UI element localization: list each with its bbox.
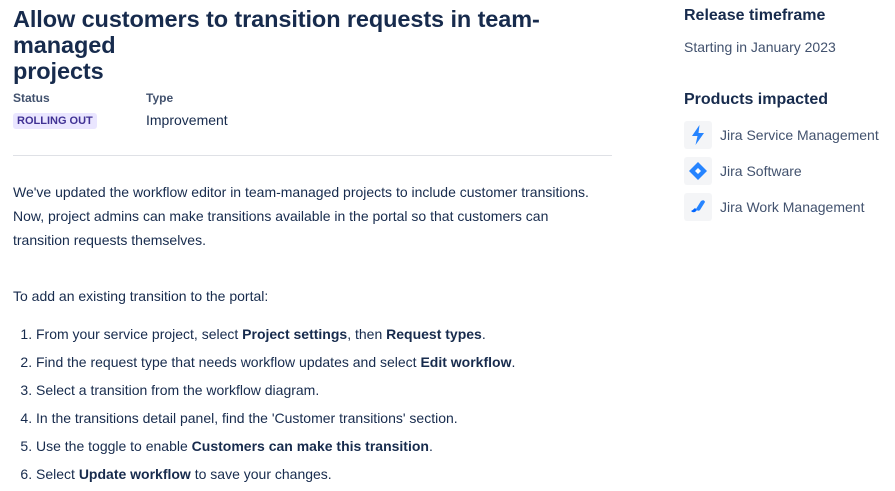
steps-list: From your service project, select Projec… [13,320,636,488]
product-name: Jira Service Management [720,127,879,143]
step-emphasis: Request types [386,326,482,342]
product-name: Jira Work Management [720,199,865,215]
step-item: Select a transition from the workflow di… [36,376,636,404]
step-text: Select [36,466,79,482]
description: We've updated the workflow editor in tea… [13,180,623,252]
step-item: In the transitions detail panel, find th… [36,404,636,432]
step-text: Select a transition from the workflow di… [36,382,320,398]
step-text: to save your changes. [190,466,332,482]
step-emphasis: Customers can make this transition [191,438,429,454]
step-text: Find the request type that needs workflo… [36,354,421,370]
step-item: Select Update workflow to save your chan… [36,460,636,488]
step-text: From your service project, select [36,326,243,342]
product-name: Jira Software [720,163,802,179]
step-text: In the transitions detail panel, find th… [36,410,458,426]
page-title: Allow customers to transition requests i… [13,6,613,84]
step-item: Use the toggle to enable Customers can m… [36,432,636,460]
status-label: Status [13,91,50,105]
main-content: Allow customers to transition requests i… [13,0,613,84]
description-line: We've updated the workflow editor in tea… [13,184,589,200]
step-text: . [511,354,516,370]
product-jira-service-management[interactable]: Jira Service Management [684,121,879,149]
type-value: Improvement [146,112,228,128]
step-emphasis: Edit workflow [420,354,512,370]
status-section: Status ROLLING OUT [13,91,97,129]
step-item: Find the request type that needs workflo… [36,348,636,376]
steps-intro: To add an existing transition to the por… [13,288,269,304]
product-jira-work-management[interactable]: Jira Work Management [684,193,864,221]
product-jira-software[interactable]: Jira Software [684,157,802,185]
type-label: Type [146,91,174,105]
step-emphasis: Update workflow [78,466,191,482]
step-text: Use the toggle to enable [36,438,192,454]
release-timeframe-value: Starting in January 2023 [684,39,836,55]
page-title-line2: projects [13,58,104,84]
step-text: , then [347,326,387,342]
release-timeframe-heading: Release timeframe [684,7,826,24]
jira-service-management-icon [684,121,712,149]
divider [13,155,612,156]
step-emphasis: Project settings [242,326,348,342]
page-title-line1: Allow customers to transition requests i… [13,6,540,58]
step-text: . [428,438,433,454]
status-badge: ROLLING OUT [13,113,97,129]
description-line: Now, project admins can make transitions… [13,208,549,224]
step-item: From your service project, select Projec… [36,320,636,348]
jira-work-management-icon [684,193,712,221]
jira-software-icon [684,157,712,185]
step-text: . [481,326,486,342]
description-line: transition requests themselves. [13,232,206,248]
products-impacted-heading: Products impacted [684,91,829,108]
type-section: Type Improvement [146,91,228,129]
